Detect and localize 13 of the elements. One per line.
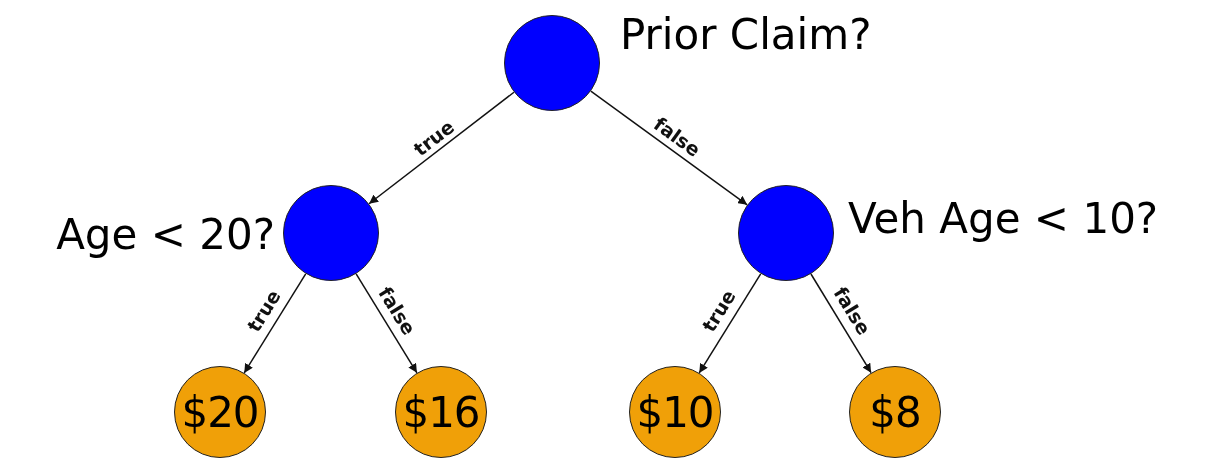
arrow xyxy=(698,273,762,374)
node-question: Age < 20? xyxy=(56,214,275,256)
leaf-value: $8 xyxy=(869,387,921,437)
node-question: Prior Claim? xyxy=(620,14,872,56)
node-question: Veh Age < 10? xyxy=(848,198,1159,240)
arrow xyxy=(590,90,748,206)
arrow xyxy=(243,273,307,374)
arrow xyxy=(355,273,418,374)
leaf-value: $10 xyxy=(636,387,714,437)
leaf-value: $20 xyxy=(181,387,259,437)
leaf-value: $16 xyxy=(402,387,480,437)
arrow xyxy=(368,91,515,205)
arrow xyxy=(810,273,872,374)
